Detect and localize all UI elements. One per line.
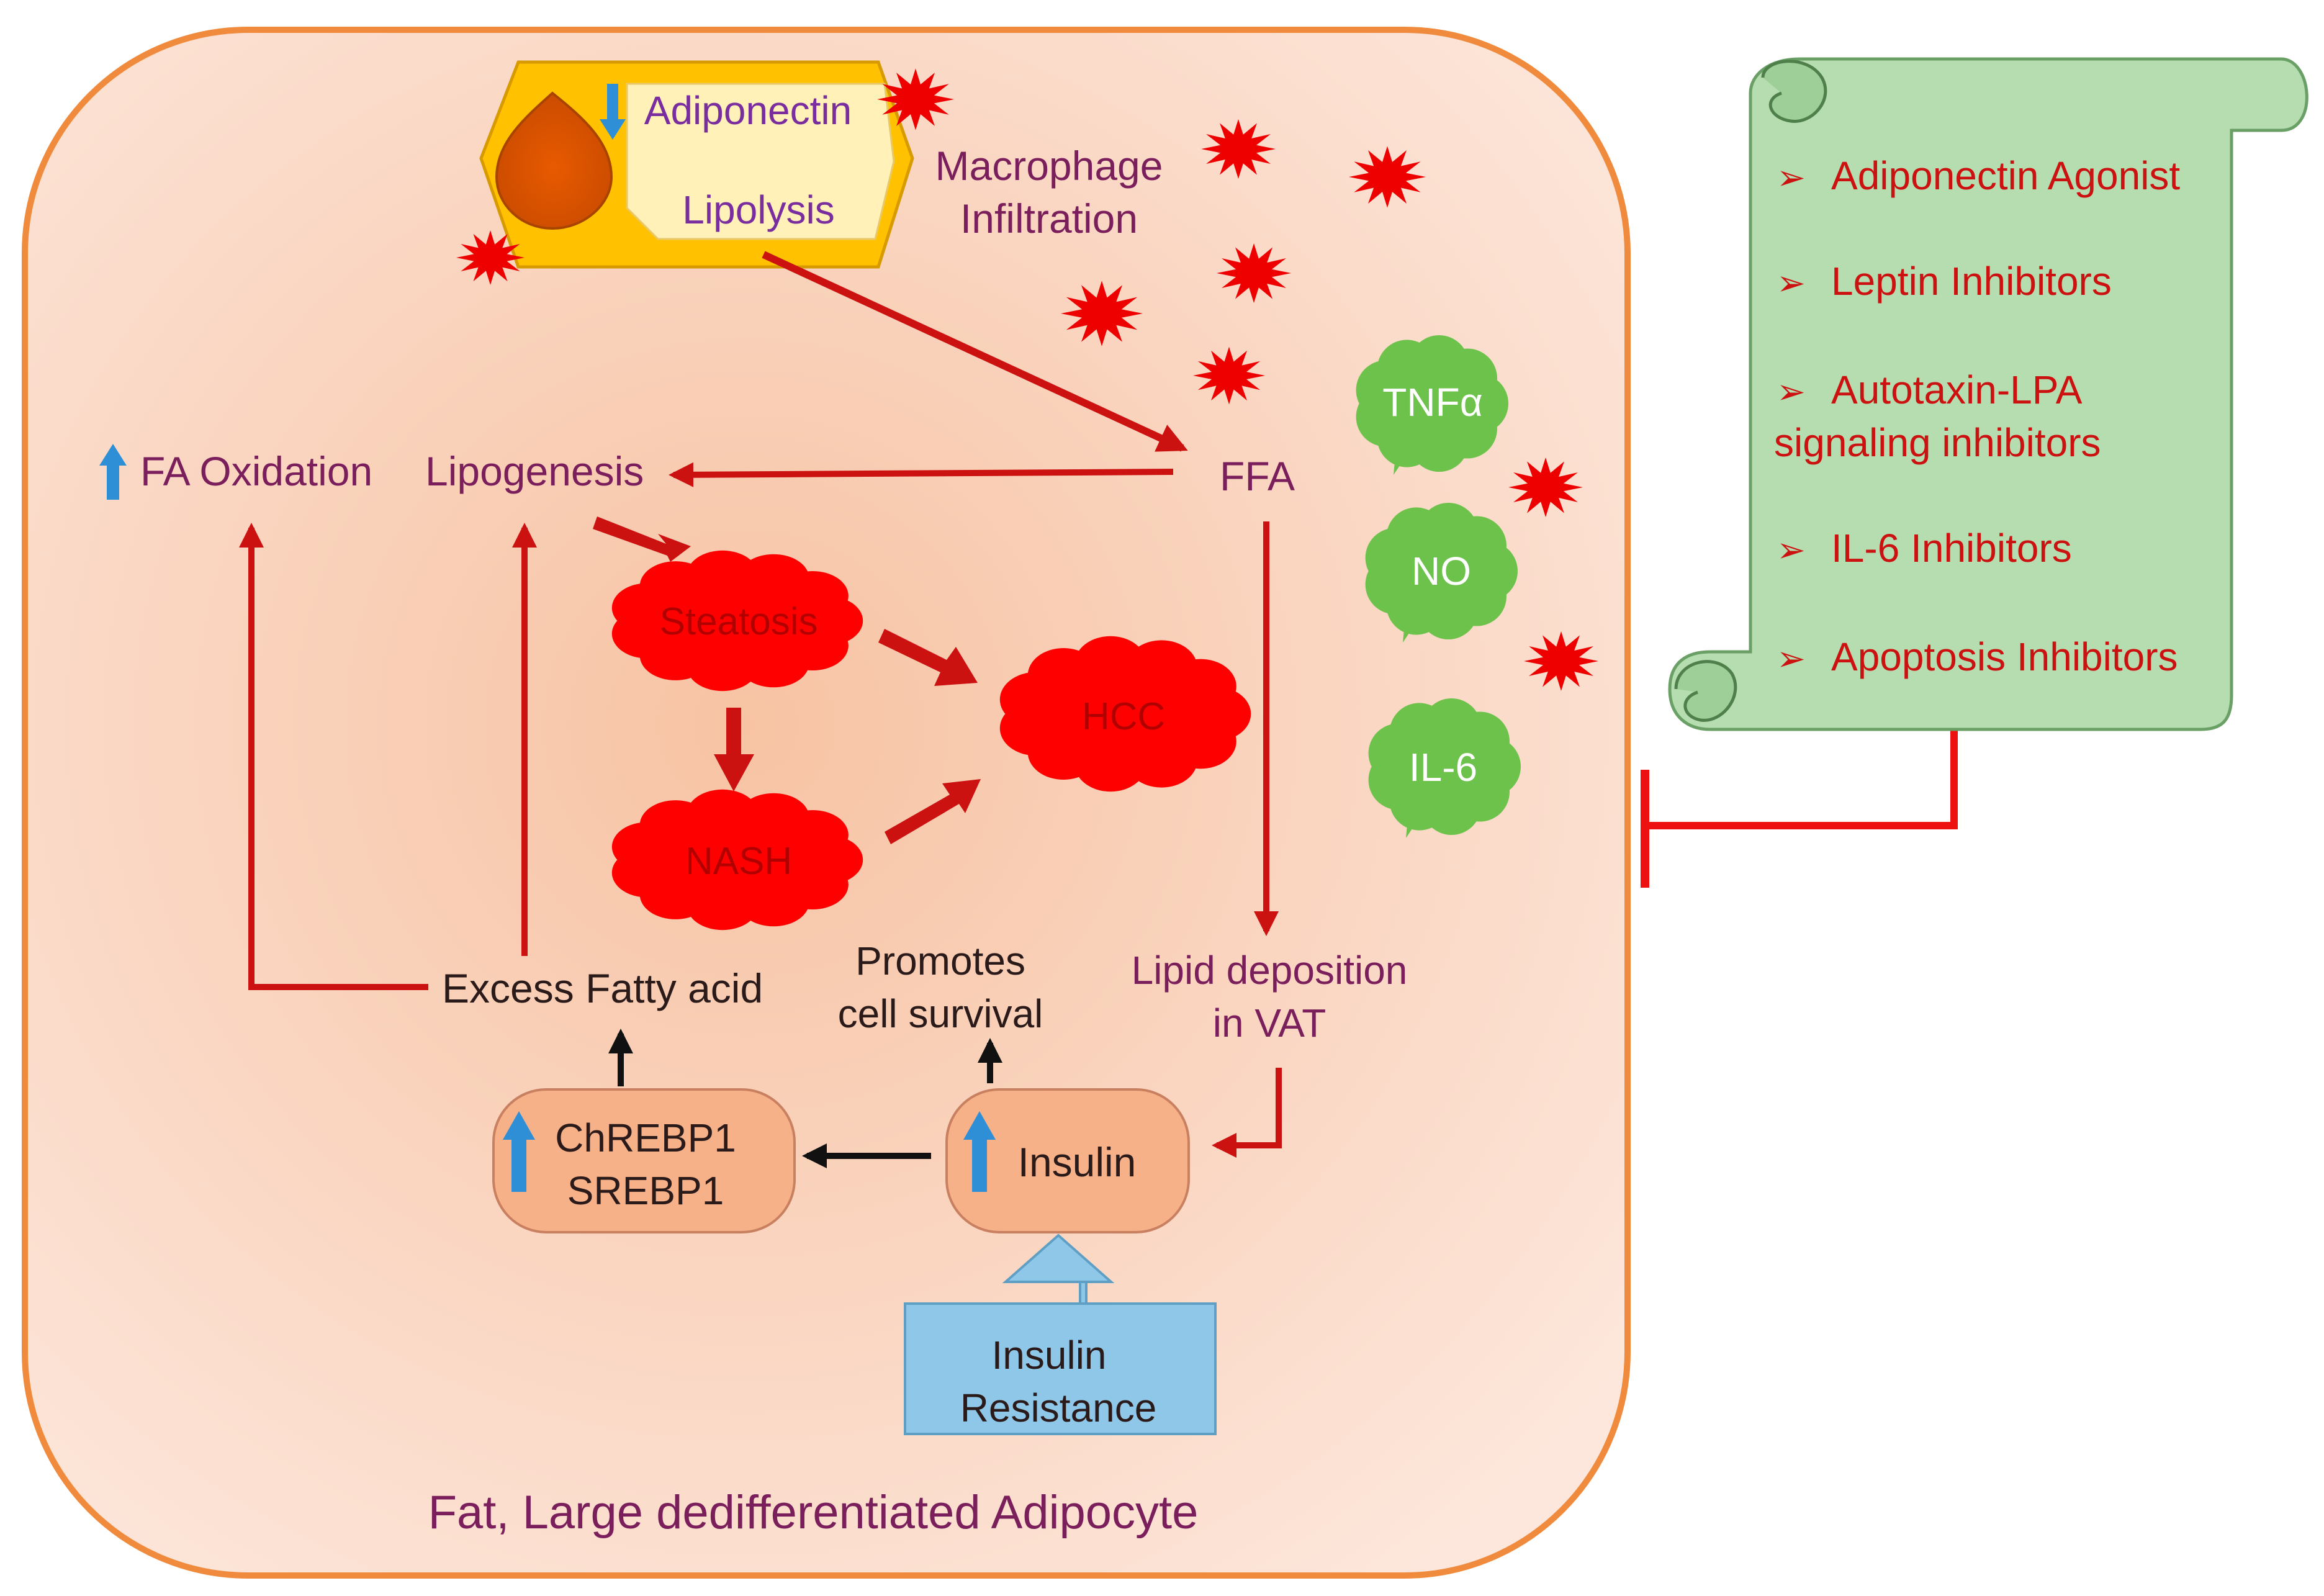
starburst-icon bbox=[1508, 458, 1583, 517]
arrow-bullet-icon: ➢ bbox=[1777, 530, 1806, 569]
no-cloud: NO bbox=[1365, 503, 1518, 642]
insulin-resistance-label-1: Insulin bbox=[992, 1333, 1107, 1377]
arrow-lipid-to-insulin bbox=[1212, 1068, 1282, 1158]
il6-cloud: IL-6 bbox=[1368, 698, 1521, 838]
therapy-scroll: ➢ Adiponectin Agonist ➢ Leptin Inhibitors ➢ A… bbox=[1668, 57, 2308, 731]
starburst-icon bbox=[1349, 146, 1426, 208]
insulin-label: Insulin bbox=[1018, 1139, 1137, 1185]
arrow-lipolysis-to-ffa bbox=[762, 251, 1188, 452]
starburst-icon bbox=[877, 68, 954, 130]
adipocyte-cell bbox=[22, 27, 1631, 1579]
starburst-icon bbox=[456, 230, 525, 285]
therapy-item-label: Adiponectin Agonist bbox=[1831, 153, 2180, 198]
arrow-bullet-icon: ➢ bbox=[1777, 158, 1806, 197]
hcc-label: HCC bbox=[1082, 695, 1165, 738]
insulin-resistance-box: Insulin Resistance bbox=[904, 1233, 1217, 1435]
therapy-item-label: Apoptosis Inhibitors bbox=[1831, 634, 2178, 679]
lipolysis-label: Lipolysis bbox=[682, 187, 834, 232]
scroll-bottom-curl bbox=[1674, 660, 1737, 722]
therapy-item-label: IL-6 Inhibitors bbox=[1831, 526, 2072, 570]
excess-fatty-acid-label: Excess Fatty acid bbox=[442, 965, 763, 1011]
no-label: NO bbox=[1412, 549, 1471, 593]
lipid-deposition-label-2: in VAT bbox=[1213, 1001, 1326, 1045]
macrophage-burst-icons bbox=[456, 68, 1598, 691]
adipocyte-box: Adiponectin Lipolysis bbox=[479, 60, 914, 269]
cloud-tail bbox=[1403, 608, 1421, 642]
starburst-icon bbox=[1193, 346, 1265, 405]
cloud-tail bbox=[1406, 804, 1425, 838]
steatosis-cloud: Steatosis bbox=[611, 550, 863, 692]
hcc-cloud: HCC bbox=[999, 636, 1251, 792]
block-arrows bbox=[593, 516, 981, 844]
steatosis-label: Steatosis bbox=[659, 600, 817, 643]
chrebp-label: ChREBP1 bbox=[555, 1116, 736, 1160]
arrow-efa-to-fa-oxidation bbox=[239, 523, 428, 990]
cell-caption: Fat, Large dedifferentiated Adipocyte bbox=[428, 1486, 1199, 1539]
starburst-icon bbox=[1201, 119, 1276, 179]
therapy-item-label-2: signaling inhibitors bbox=[1774, 420, 2101, 465]
adiponectin-label: Adiponectin bbox=[644, 88, 852, 133]
fa-oxidation-label: FA Oxidation bbox=[140, 448, 372, 494]
cloud-core bbox=[641, 813, 831, 907]
therapy-item-label: Leptin Inhibitors bbox=[1831, 259, 2112, 304]
promotes-label-2: cell survival bbox=[838, 991, 1043, 1036]
up-arrow-icon bbox=[963, 1111, 996, 1192]
cloud-core bbox=[1381, 525, 1499, 618]
tnfa-cloud: TNFα bbox=[1356, 335, 1508, 475]
lipid-droplet-icon bbox=[495, 91, 613, 230]
therapy-item-label: Autotaxin-LPA bbox=[1831, 367, 2083, 412]
cloud-core bbox=[1384, 720, 1502, 813]
macrophage-label-2: Infiltration bbox=[960, 196, 1138, 241]
cloud-tail bbox=[1394, 441, 1412, 475]
il6-label: IL-6 bbox=[1409, 745, 1477, 790]
starburst-icon bbox=[1061, 281, 1143, 346]
lipid-deposition-label-1: Lipid deposition bbox=[1132, 948, 1408, 993]
arrow-bullet-icon: ➢ bbox=[1777, 639, 1806, 678]
nash-cloud: NASH bbox=[611, 789, 863, 931]
up-arrow-icon bbox=[503, 1111, 535, 1192]
insulin-node: Insulin bbox=[945, 1088, 1190, 1233]
up-arrow-icon bbox=[99, 444, 127, 500]
therapy-list: ➢ Adiponectin Agonist ➢ Leptin Inhibitors ➢ A… bbox=[1774, 153, 2180, 679]
starburst-icon bbox=[1217, 243, 1291, 303]
scroll-top-curl bbox=[1761, 60, 1827, 123]
arrow-bullet-icon: ➢ bbox=[1777, 263, 1806, 302]
macrophage-label-1: Macrophage bbox=[935, 143, 1163, 189]
arrow-bullet-icon: ➢ bbox=[1777, 372, 1806, 411]
promotes-label-1: Promotes bbox=[855, 939, 1025, 983]
cloud-core bbox=[1029, 662, 1218, 766]
insulin-resistance-label-2: Resistance bbox=[960, 1386, 1157, 1430]
inhibition-connector bbox=[1645, 729, 1958, 829]
nash-label: NASH bbox=[685, 840, 792, 883]
srebp-label: SREBP1 bbox=[567, 1168, 724, 1213]
chrebp-srebp-node: ChREBP1 SREBP1 bbox=[492, 1088, 796, 1233]
arrow-ffa-to-lipogenesis bbox=[669, 462, 1174, 487]
tnfa-label: TNFα bbox=[1382, 380, 1482, 425]
down-arrow-icon bbox=[600, 84, 626, 140]
lipogenesis-label: Lipogenesis bbox=[425, 448, 644, 494]
cloud-core bbox=[641, 574, 831, 668]
ffa-label: FFA bbox=[1220, 453, 1295, 499]
cloud-core bbox=[1372, 357, 1490, 450]
starburst-icon bbox=[1524, 631, 1598, 691]
